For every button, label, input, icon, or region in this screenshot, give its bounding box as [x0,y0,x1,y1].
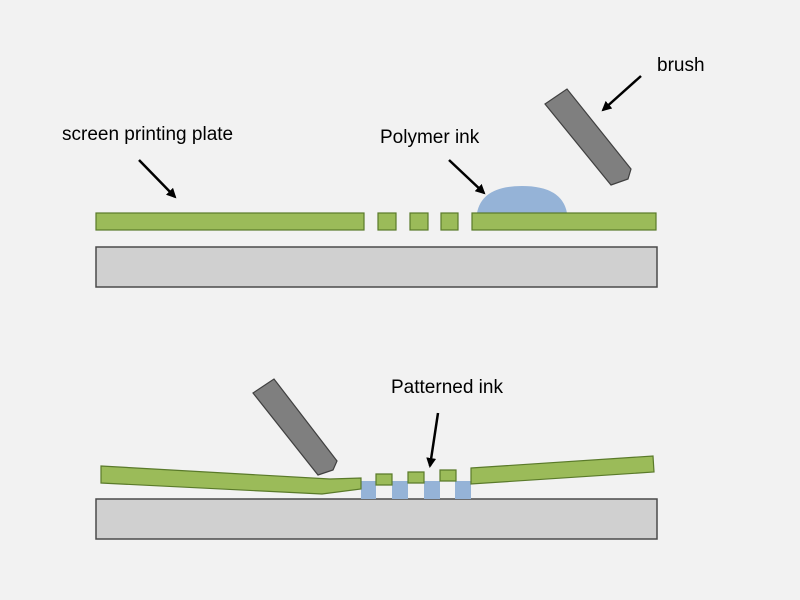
top-brush [544,88,632,186]
plate-segment [95,212,365,231]
arrow-patterned-ink [426,412,440,468]
plate-segment [439,469,457,482]
label-polymer-ink: Polymer ink [380,127,480,148]
polymer-ink-drop [477,186,567,213]
plate-segment [375,473,393,486]
plate-segment [409,212,429,231]
label-brush: brush [657,55,705,76]
plate-segment [470,455,655,485]
arrow-polymer-ink [448,159,486,195]
label-screen-printing-plate: screen printing plate [62,124,234,145]
top-stage [95,75,658,288]
ink-deposit [455,481,471,499]
arrow-screen-plate [138,159,177,199]
label-patterned-ink: Patterned ink [391,377,503,398]
plate-segment [100,465,362,495]
ink-deposit [424,481,440,499]
top-screen-plate [95,212,657,231]
bottom-substrate [95,498,658,540]
plate-segment [407,471,425,484]
plate-segment [440,212,459,231]
top-substrate [95,246,658,288]
ink-deposit [392,481,408,499]
bottom-brush [252,378,338,476]
patterned-ink-deposits [361,481,471,499]
arrow-brush [601,75,642,112]
plate-segment [377,212,397,231]
bottom-stage [95,378,658,540]
bottom-screen-plate [100,455,655,495]
ink-deposit [361,481,376,499]
plate-segment [471,212,657,231]
